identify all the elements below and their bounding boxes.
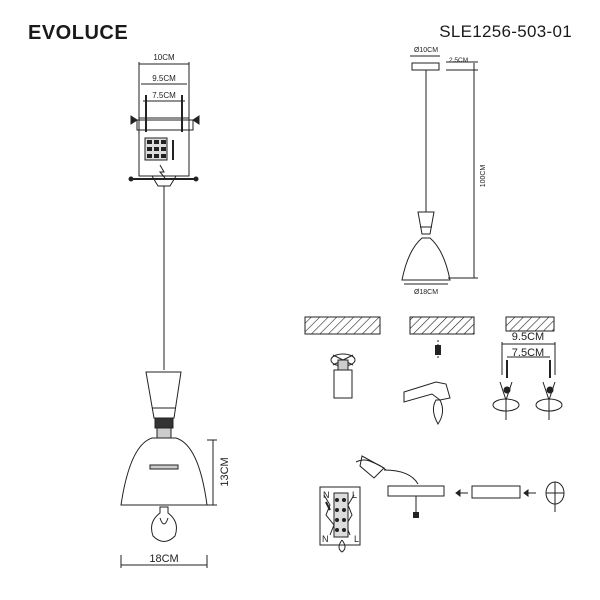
terminal-connectors [335, 498, 346, 532]
install-step-anchors [492, 316, 563, 420]
dim-width-mid: 9.5CM [152, 74, 176, 83]
dim-canopy-diameter: Ø10CM [414, 47, 438, 54]
model-number: SLE1256-503-01 [439, 22, 572, 41]
install-step-hammer [403, 316, 475, 425]
dim-width-top: 10CM [153, 53, 175, 62]
wiring-diagram [319, 455, 565, 553]
dim-anchor-outer: 9.5CM [512, 331, 544, 343]
dim-anchor-inner: 7.5CM [512, 347, 544, 359]
dim-width-inner: 7.5CM [152, 91, 176, 100]
side-view-drawing [401, 55, 478, 285]
wiring-label-n-bottom: N [322, 534, 329, 544]
lamp-shade [120, 437, 208, 506]
dim-shade-width: 18CM [149, 553, 178, 565]
terminal-block [147, 140, 166, 158]
light-bulb [151, 506, 177, 542]
dim-shade-height: 13CM [219, 457, 231, 486]
dim-canopy-height: 2.5CM [449, 57, 468, 64]
brand-logo: EVOLUCE [28, 22, 129, 44]
install-step-drill [304, 316, 381, 399]
dim-shade-diameter: Ø18CM [414, 289, 438, 296]
main-drawing [120, 62, 217, 568]
dim-total-height: 100CM [480, 165, 487, 188]
wiring-label-l-top: L [352, 490, 357, 500]
wiring-label-l-bottom: L [354, 534, 359, 544]
wiring-label-n-top: N [323, 490, 330, 500]
